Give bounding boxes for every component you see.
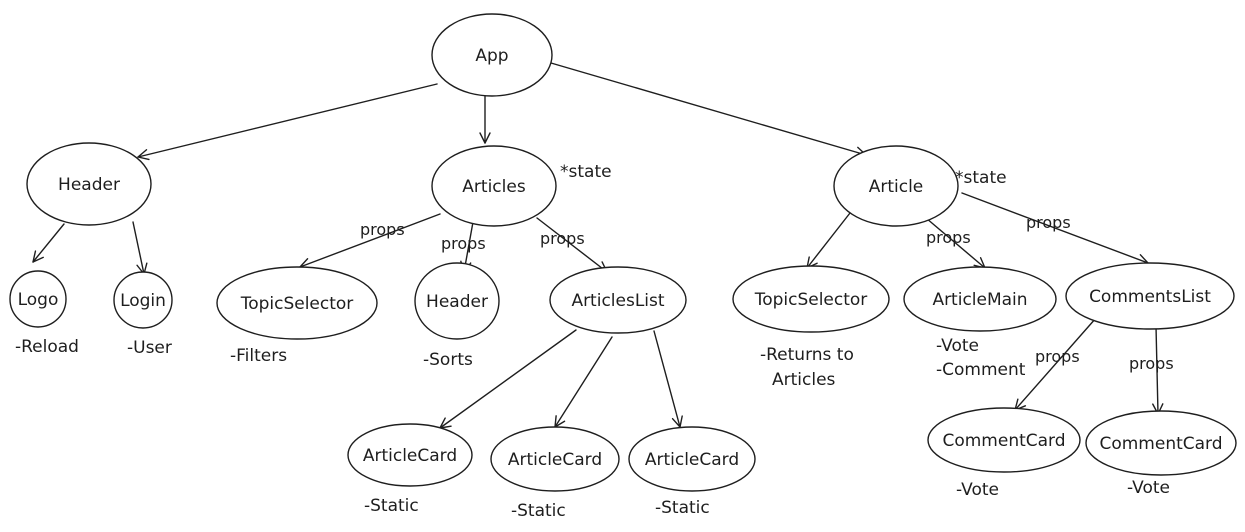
node-header-label: Header [58,175,120,195]
node-article: Article [833,145,959,227]
note-logo: -Reload [15,337,79,357]
node-commentslist: CommentsList [1065,262,1235,330]
node-articlecard-1-label: ArticleCard [363,446,457,466]
edge-app-header [137,83,438,161]
node-article-label: Article [869,177,924,197]
edge-label-articles-header: props [441,234,486,253]
node-article-topicselector-label: TopicSelector [754,290,868,310]
note-articles-topicselector: -Filters [230,346,287,366]
edge-articleslist-card-2 [554,336,613,428]
note-articlecard-2: -Static [511,501,566,521]
edge-article-topicselector [806,212,851,269]
node-articlecard-2-label: ArticleCard [508,450,602,470]
notes: *state *state -Reload -User -Filters -So… [15,162,1170,521]
edge-app-article [550,62,867,158]
node-articleslist: ArticlesList [549,266,687,334]
node-login: Login [113,271,173,329]
node-articles-label: Articles [462,177,526,197]
node-articles-topicselector-label: TopicSelector [240,294,354,314]
node-commentslist-label: CommentsList [1089,287,1211,307]
edge-header-logo [32,223,65,263]
node-commentcard-1: CommentCard [927,407,1081,473]
node-app: App [431,13,553,97]
node-articlecard-3-label: ArticleCard [645,450,739,470]
edge-labels: props props props props props props prop… [360,213,1174,373]
edge-label-articles-topicselector: props [360,220,405,239]
note-articlecard-3: -Static [655,498,710,518]
note-articles-header: -Sorts [423,350,473,370]
edges [32,62,1164,429]
node-articles: Articles [431,145,557,227]
node-articles-header-label: Header [426,292,488,312]
note-commentcard-2: -Vote [1127,478,1170,498]
note-articlecard-1: -Static [364,496,419,516]
node-commentcard-1-label: CommentCard [942,431,1065,451]
edge-article-commentslist [961,192,1149,265]
note-commentcard-1: -Vote [956,480,999,500]
note-articlemain-line-2: -Comment [936,360,1026,380]
node-commentcard-2-label: CommentCard [1099,434,1222,454]
note-article-state: *state [955,168,1007,188]
node-articlecard-1: ArticleCard [347,423,473,487]
edge-articles-topicselector [299,213,441,269]
node-article-topicselector: TopicSelector [732,265,890,333]
edge-label-commentslist-card-1: props [1035,347,1080,366]
nodes: App Header Logo Login Articles TopicSele… [9,13,1237,492]
edge-commentslist-card-1 [1014,317,1097,411]
edge-commentslist-card-2 [1152,325,1164,415]
node-articles-header: Header [414,262,500,340]
edge-label-article-commentslist: props [1026,213,1071,232]
node-articlemain: ArticleMain [903,266,1057,332]
node-articlecard-2: ArticleCard [490,426,620,492]
edge-header-login [132,221,148,275]
node-articles-topicselector: TopicSelector [216,266,378,340]
edge-articles-articleslist [536,217,608,273]
edge-article-articlemain [925,217,986,269]
note-article-topicselector-line-2: Articles [772,370,836,390]
node-articleslist-label: ArticlesList [571,291,664,311]
node-commentcard-2: CommentCard [1085,410,1237,476]
node-app-label: App [475,46,508,66]
note-login: -User [127,338,172,358]
edge-label-article-articlemain: props [926,228,971,247]
node-articlecard-3: ArticleCard [628,426,756,492]
note-articlemain-line-1: -Vote [936,336,979,356]
note-article-topicselector-line-1: -Returns to [760,345,854,365]
node-header: Header [26,142,152,226]
node-login-label: Login [120,291,166,311]
edge-articleslist-card-1 [439,329,577,429]
node-articlemain-label: ArticleMain [932,290,1027,310]
note-articles-state: *state [560,162,612,182]
edge-label-articles-articleslist: props [540,229,585,248]
node-logo-label: Logo [18,290,59,310]
node-logo: Logo [9,270,67,328]
edge-label-commentslist-card-2: props [1129,354,1174,373]
edge-articleslist-card-3 [653,330,683,428]
